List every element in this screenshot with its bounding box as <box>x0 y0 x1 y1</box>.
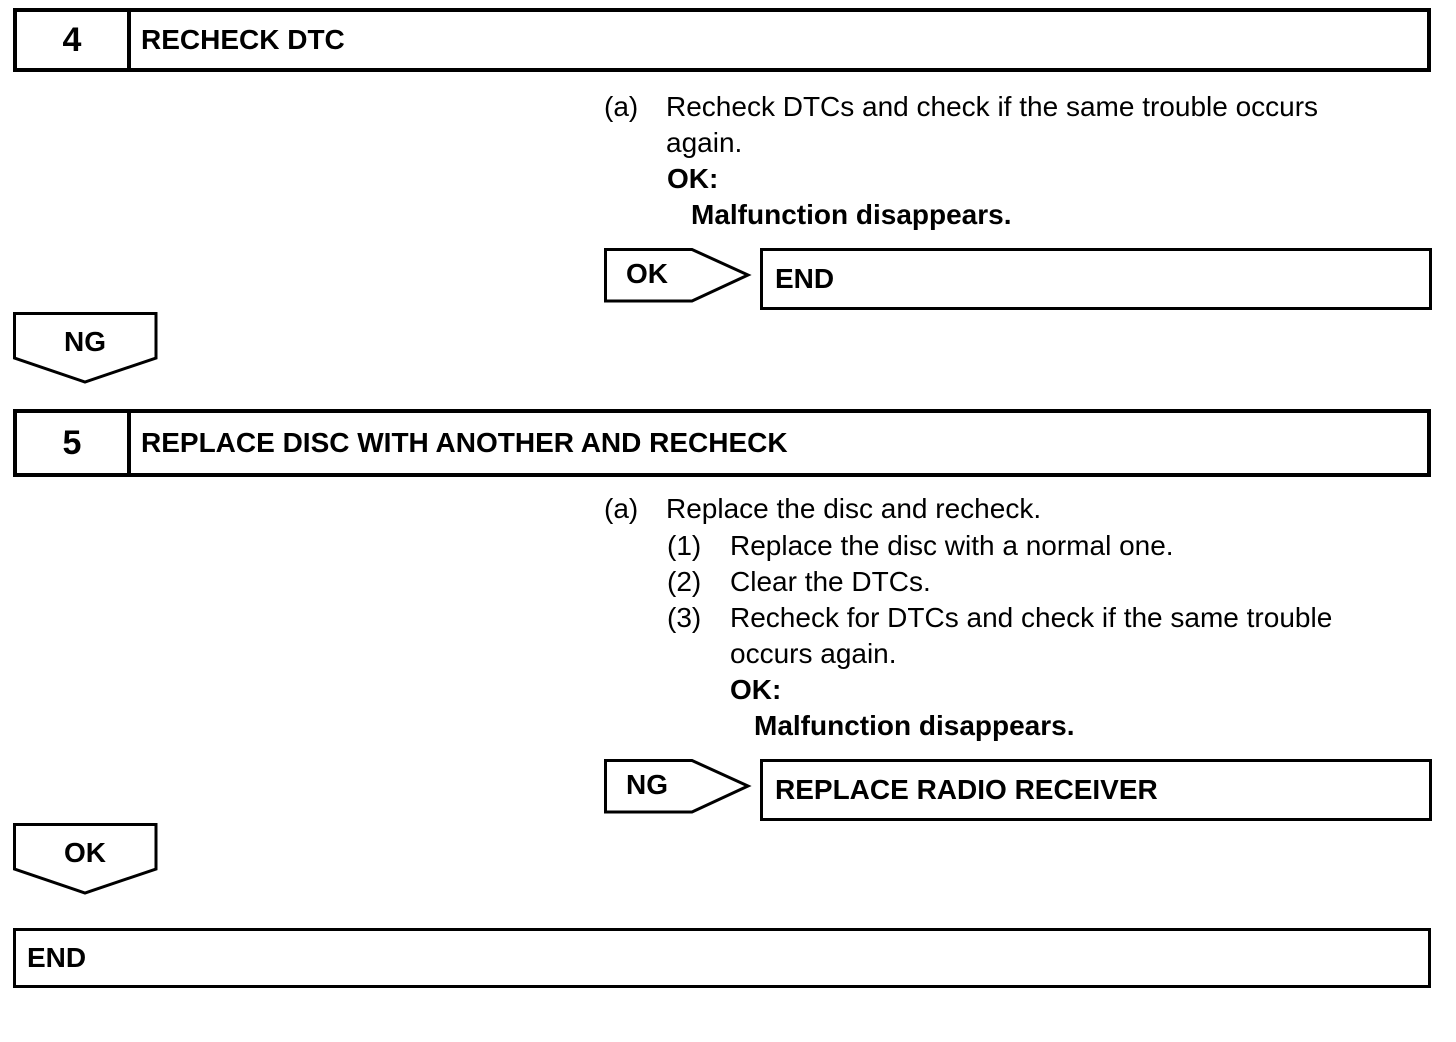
ok-down-arrow: OK <box>13 823 159 895</box>
substep-text: Replace the disc with a normal one. <box>730 530 1174 561</box>
arrow-label: NG <box>64 326 106 357</box>
substep-label: (3) <box>667 602 702 633</box>
step-4-header: 4 RECHECK DTC <box>13 8 1431 72</box>
step-title: RECHECK DTC <box>141 24 345 55</box>
substep-text: Recheck for DTCs and check if the same t… <box>730 602 1333 669</box>
instruction-label: (a) <box>604 91 639 122</box>
instruction-label: (a) <box>604 493 639 524</box>
result-text: REPLACE RADIO RECEIVER <box>775 774 1158 805</box>
arrow-label: OK <box>64 837 106 868</box>
ok-criteria-label: OK: <box>667 163 719 194</box>
ng-down-arrow: NG <box>13 312 159 384</box>
ok-criteria-text: Malfunction disappears. <box>691 199 1012 230</box>
ok-criteria-label: OK: <box>730 674 782 705</box>
substep-text: Clear the DTCs. <box>730 566 931 597</box>
ok-criteria-text: Malfunction disappears. <box>754 710 1075 741</box>
instruction-text: Replace the disc and recheck. <box>666 493 1042 524</box>
arrow-label: OK <box>626 258 668 289</box>
step-number: 4 <box>17 12 131 68</box>
result-end-box: END <box>760 248 1432 310</box>
result-replace-box: REPLACE RADIO RECEIVER <box>760 759 1432 821</box>
ng-arrow: NG <box>604 759 752 815</box>
ok-arrow: OK <box>604 248 752 304</box>
instruction-text: Recheck DTCs and check if the same troub… <box>666 91 1319 158</box>
substep-label: (1) <box>667 530 702 561</box>
end-box: END <box>13 928 1431 988</box>
step-title: REPLACE DISC WITH ANOTHER AND RECHECK <box>141 427 788 458</box>
end-label: END <box>27 942 87 973</box>
substep-label: (2) <box>667 566 702 597</box>
result-text: END <box>775 263 835 294</box>
step-number: 5 <box>17 413 131 473</box>
step-5-header: 5 REPLACE DISC WITH ANOTHER AND RECHECK <box>13 409 1431 477</box>
arrow-label: NG <box>626 769 668 800</box>
